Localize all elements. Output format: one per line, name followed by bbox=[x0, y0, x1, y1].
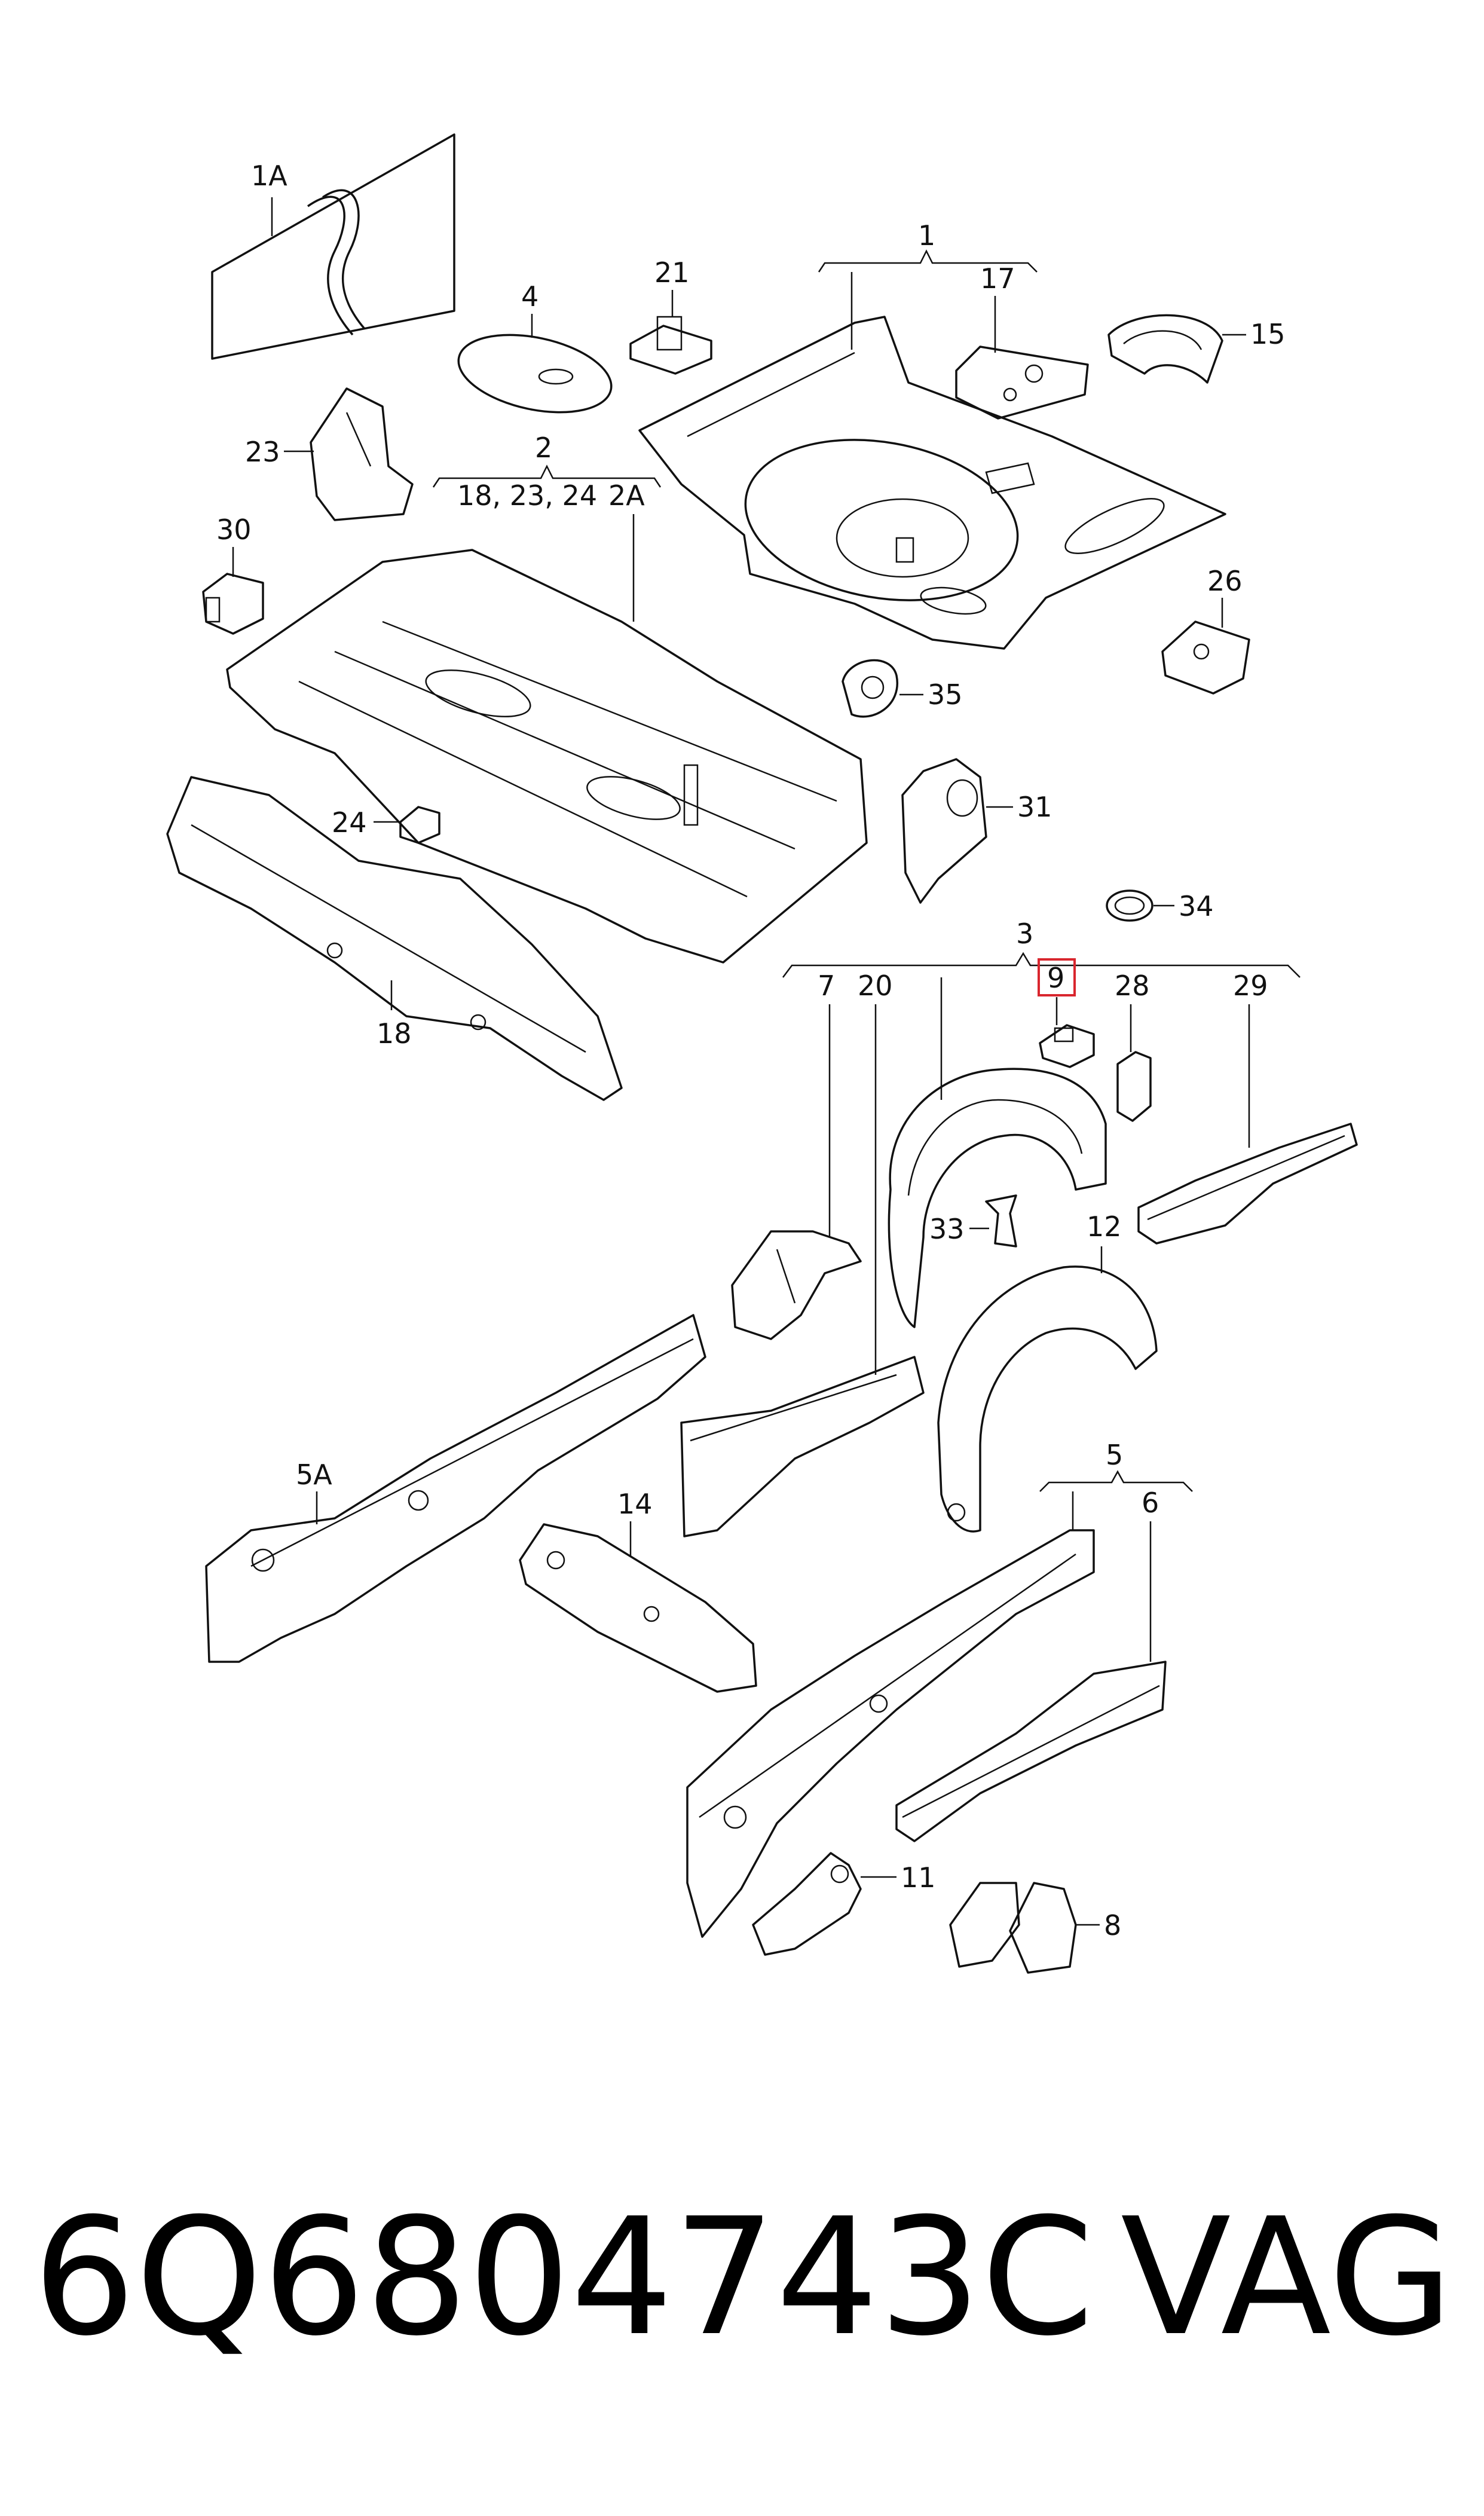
callout-2-sub: 18, 23, 24 bbox=[457, 479, 597, 512]
brand-name: VAG bbox=[1121, 2183, 1454, 2371]
part-1-drawing bbox=[638, 316, 1226, 650]
part-caption: 6Q6804743C VAG bbox=[33, 2188, 1455, 2367]
part-23-drawing bbox=[310, 387, 414, 521]
part-8-drawing bbox=[949, 1882, 1077, 1974]
callout-34: 34 bbox=[1179, 890, 1214, 922]
callout-33: 33 bbox=[929, 1213, 965, 1245]
part-1A-drawing bbox=[211, 133, 455, 360]
callout-15: 15 bbox=[1250, 318, 1286, 350]
callout-9-highlight bbox=[1038, 958, 1076, 996]
callout-8: 8 bbox=[1104, 1909, 1121, 1942]
part-9-drawing bbox=[1039, 1024, 1095, 1068]
callout-20: 20 bbox=[858, 970, 893, 1002]
callout-21: 21 bbox=[654, 256, 690, 289]
part-14-drawing bbox=[519, 1523, 757, 1693]
part-5A-drawing bbox=[205, 1314, 706, 1663]
callout-30: 30 bbox=[216, 513, 252, 546]
callout-3: 3 bbox=[1016, 918, 1033, 950]
callout-1: 1 bbox=[918, 219, 935, 252]
part-6-drawing bbox=[895, 1661, 1167, 1842]
part-number: 6Q6804743C bbox=[33, 2183, 1094, 2371]
callout-1A: 1A bbox=[251, 160, 287, 192]
part-4-drawing bbox=[457, 334, 613, 414]
part-31-drawing bbox=[901, 758, 987, 904]
part-18-drawing bbox=[166, 776, 623, 1101]
callout-7: 7 bbox=[818, 970, 835, 1002]
part-34-drawing bbox=[1106, 889, 1153, 922]
callout-11: 11 bbox=[901, 1861, 936, 1894]
callout-2A: 2A bbox=[608, 479, 645, 512]
part-20-drawing bbox=[680, 1356, 925, 1537]
callout-12: 12 bbox=[1087, 1210, 1122, 1243]
callout-29: 29 bbox=[1233, 970, 1268, 1002]
part-15-drawing bbox=[1107, 314, 1223, 384]
callout-14: 14 bbox=[617, 1488, 653, 1520]
callout-35: 35 bbox=[928, 678, 963, 711]
part-21-drawing bbox=[629, 316, 712, 375]
callout-4: 4 bbox=[521, 280, 538, 313]
callout-26: 26 bbox=[1207, 565, 1243, 597]
part-28-drawing bbox=[1116, 1051, 1152, 1122]
part-24-drawing bbox=[399, 806, 440, 844]
part-7-drawing bbox=[731, 1230, 862, 1340]
part-29-drawing bbox=[1137, 1123, 1358, 1245]
callout-24: 24 bbox=[332, 806, 367, 839]
callout-6: 6 bbox=[1142, 1487, 1159, 1519]
callout-17: 17 bbox=[980, 262, 1015, 295]
part-12-drawing bbox=[937, 1265, 1158, 1533]
part-3-drawing bbox=[888, 1068, 1107, 1328]
part-35-drawing bbox=[842, 659, 899, 718]
callout-5: 5 bbox=[1106, 1439, 1123, 1471]
part-17-drawing bbox=[955, 346, 1089, 420]
part-26-drawing bbox=[1161, 620, 1250, 695]
callout-9: 9 bbox=[1047, 962, 1064, 994]
part-11-drawing bbox=[752, 1852, 862, 1956]
callout-18: 18 bbox=[377, 1017, 412, 1050]
callout-23: 23 bbox=[245, 436, 280, 468]
part-33-drawing bbox=[985, 1194, 1017, 1248]
callout-5A: 5A bbox=[296, 1459, 332, 1491]
callout-2: 2 bbox=[535, 432, 552, 464]
callout-28: 28 bbox=[1115, 970, 1150, 1002]
part-2-drawing bbox=[226, 549, 868, 964]
callout-31: 31 bbox=[1017, 791, 1052, 823]
part-5-drawing bbox=[686, 1529, 1095, 1938]
part-30-drawing bbox=[202, 573, 264, 635]
